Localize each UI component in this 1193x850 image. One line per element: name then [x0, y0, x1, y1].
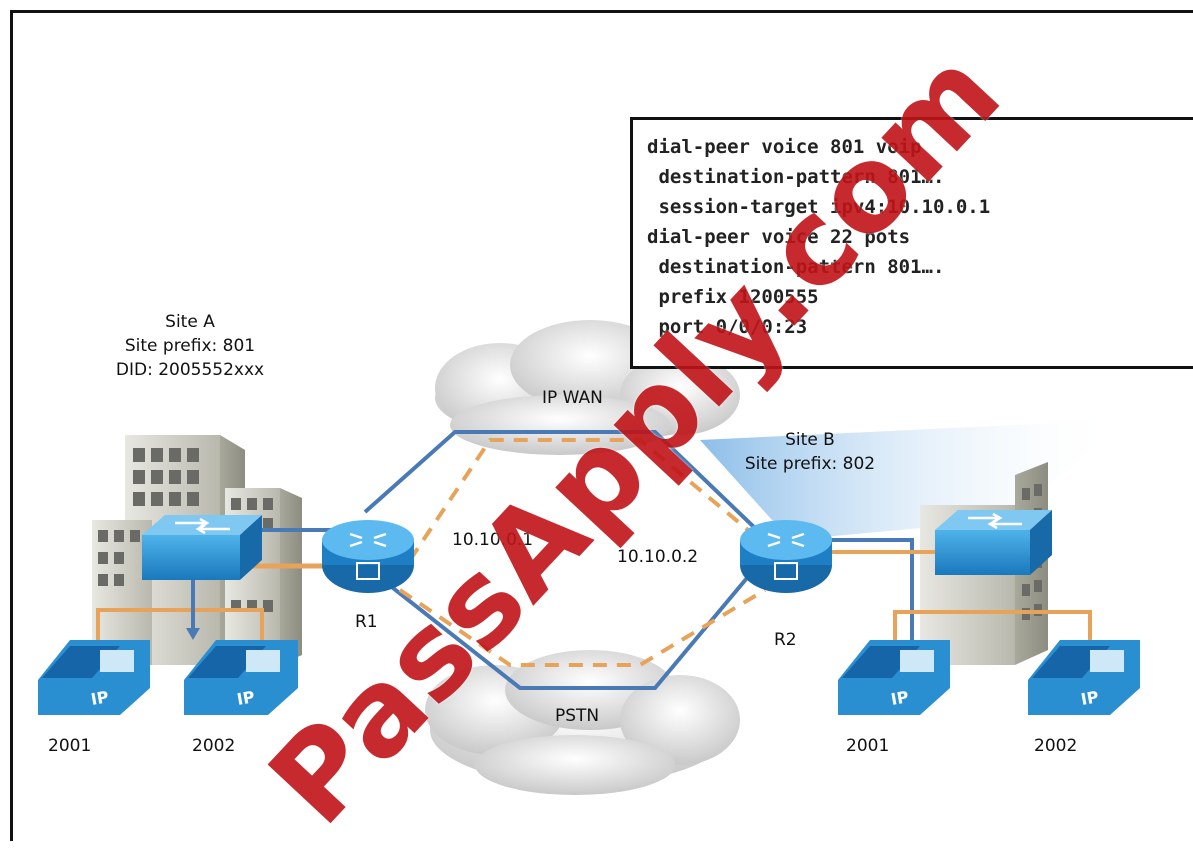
site-a-phone-2002-icon: IP	[184, 640, 298, 715]
r1-ip-label: 10.10.0.1	[452, 530, 534, 550]
ip-wan-label: IP WAN	[542, 388, 603, 408]
site-a-switch-icon	[142, 515, 262, 580]
site-b-prefix: Site prefix: 802	[744, 454, 876, 474]
dial-peer-config-box: dial-peer voice 801 voip destination-pat…	[630, 117, 1193, 369]
config-line: dial-peer voice 801 voip	[647, 136, 922, 158]
r2-ip-label: 10.10.0.2	[617, 547, 699, 567]
wan-link-top	[363, 430, 759, 532]
config-line: prefix 1200555	[647, 286, 819, 308]
site-b-label: Site B Site prefix: 802	[710, 428, 910, 476]
svg-text:IP: IP	[89, 687, 110, 709]
ip-wan-cloud-icon	[435, 320, 740, 455]
site-a-phone-2001-icon: IP	[38, 640, 150, 715]
site-b-phone-2002-icon: IP	[1028, 640, 1140, 715]
config-line: port 0/0/0:23	[647, 316, 808, 338]
router-r1-icon	[322, 520, 414, 593]
voice-path-wan	[408, 438, 762, 562]
svg-text:IP: IP	[1079, 687, 1100, 709]
diagram-frame	[10, 10, 1193, 841]
arrow-down-icon	[186, 628, 200, 640]
config-line: destination-pattern 801….	[647, 256, 945, 278]
pstn-label: PSTN	[555, 706, 600, 726]
site-b-switch-icon	[935, 510, 1052, 575]
pstn-cloud-icon	[425, 650, 740, 795]
config-line: dial-peer voice 22 pots	[647, 226, 911, 248]
site-b-phone-links	[893, 610, 1092, 640]
site-b-name: Site B	[785, 430, 835, 450]
site-b-ext-2001: 2001	[846, 736, 890, 756]
config-line: destination-pattern 801….	[647, 166, 945, 188]
site-a-name: Site A	[165, 312, 215, 332]
site-a-prefix: Site prefix: 801	[124, 336, 256, 356]
site-a-ext-2001: 2001	[48, 736, 92, 756]
svg-text:IP: IP	[889, 687, 910, 709]
site-a-building-icon	[92, 435, 302, 665]
r1-name-label: R1	[355, 612, 378, 632]
site-a-ext-2002: 2002	[192, 736, 236, 756]
site-a-did: DID: 2005552xxx	[115, 360, 265, 380]
site-a-phone-links	[96, 608, 264, 640]
svg-text:IP: IP	[235, 687, 256, 709]
r2-name-label: R2	[774, 630, 797, 650]
site-b-phone-2001-icon: IP	[838, 640, 950, 715]
r2-to-site-b-link	[820, 538, 914, 640]
config-line: session-target ipv4:10.10.0.1	[647, 196, 991, 218]
router-r2-icon	[740, 520, 832, 593]
voice-path-pstn	[398, 588, 767, 667]
site-b-ext-2002: 2002	[1034, 736, 1078, 756]
site-a-label: Site A Site prefix: 801 DID: 2005552xxx	[70, 310, 310, 382]
